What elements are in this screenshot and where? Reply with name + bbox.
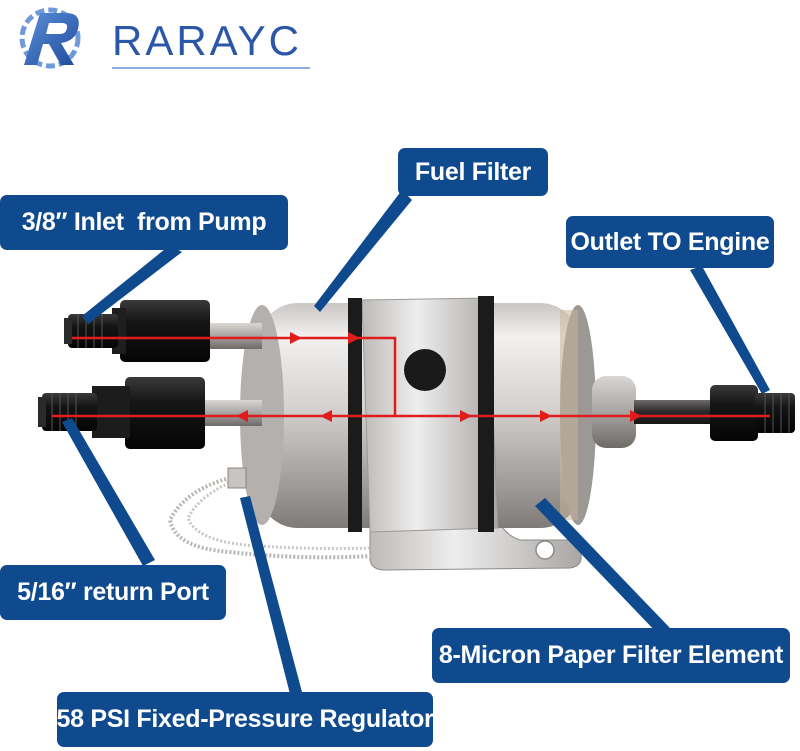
label-return-port: 5/16″ return Port [0, 565, 226, 620]
label-pressure-regulator: 58 PSI Fixed-Pressure Regulator [57, 692, 434, 747]
label-fuel-filter: Fuel Filter [398, 148, 548, 196]
label-paper-filter-element: 8-Micron Paper Filter Element [432, 628, 790, 683]
label-outlet-to-engine: Outlet TO Engine [566, 216, 774, 268]
brand-name: RARAYC [112, 17, 302, 64]
label-inlet-from-pump: 3/8″ Inlet from Pump [0, 195, 288, 250]
brand-underline [112, 67, 310, 69]
brand-logo-icon [19, 7, 81, 69]
